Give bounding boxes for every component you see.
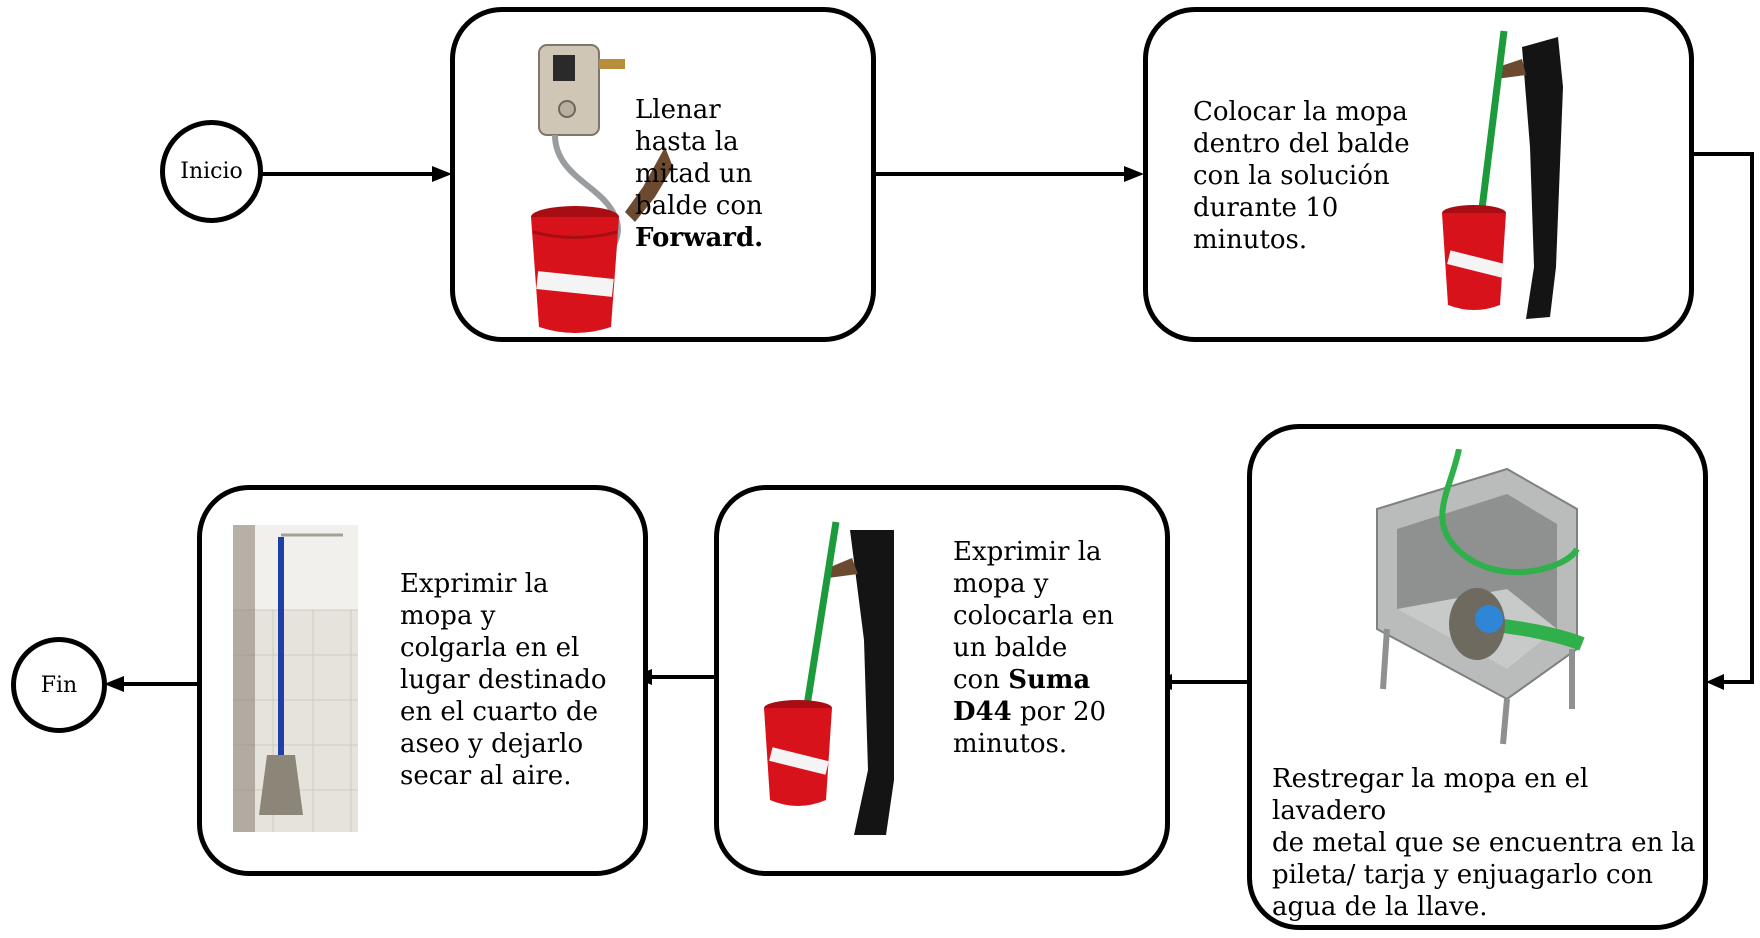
arrowhead-end: [104, 676, 124, 692]
step-4-product-name: Suma D44: [953, 665, 1091, 727]
arrowhead-step1: [432, 166, 452, 182]
step-1-product-name: Forward.: [635, 223, 764, 253]
step-3-text: Restregar la mopa en el lavadero de meta…: [1272, 763, 1697, 923]
step-1-text: Llenar hasta la mitad un balde con Forwa…: [635, 94, 865, 254]
mop-in-bucket-icon: [764, 521, 894, 835]
step-3-box: Restregar la mopa en el lavadero de meta…: [1247, 424, 1708, 930]
step-2-text: Colocar la mopa dentro del balde con la …: [1193, 96, 1453, 256]
mop-in-bucket-icon: [1442, 30, 1563, 319]
start-terminal: Inicio: [160, 120, 263, 223]
step-4-text-main: Exprimir la mopa y colocarla en un balde…: [953, 537, 1114, 695]
step-5-text-main: Exprimir la mopa y colgarla en el lugar …: [400, 569, 607, 791]
mop-hanging-on-wall-icon: [233, 525, 358, 832]
mop-in-metal-sink-icon: [1376, 449, 1585, 745]
arrow-step2-to-step3: [1694, 152, 1754, 684]
step-2-box: Colocar la mopa dentro del balde con la …: [1143, 7, 1694, 342]
bucket-filling-from-dispenser-icon: [531, 44, 673, 333]
end-terminal-label: Fin: [40, 672, 78, 698]
arrowhead-step2: [1124, 166, 1144, 182]
start-terminal-label: Inicio: [180, 159, 243, 184]
arrowhead-step3: [1706, 674, 1724, 690]
step-5-text: Exprimir la mopa y colgarla en el lugar …: [400, 568, 645, 792]
step-5-box: Exprimir la mopa y colgarla en el lugar …: [197, 485, 648, 876]
step-2-text-main: Colocar la mopa dentro del balde con la …: [1193, 97, 1410, 255]
end-terminal: Fin: [11, 637, 107, 733]
step-4-text-tail: por 20 minutos.: [953, 697, 1107, 759]
step-4-box: Exprimir la mopa y colocarla en un balde…: [714, 485, 1170, 876]
step-1-text-main: Llenar hasta la mitad un balde con: [635, 95, 763, 221]
step-1-box: Llenar hasta la mitad un balde con Forwa…: [450, 7, 876, 342]
step-4-text: Exprimir la mopa y colocarla en un balde…: [953, 536, 1163, 760]
step-3-text-main: Restregar la mopa en el lavadero de meta…: [1272, 764, 1696, 922]
